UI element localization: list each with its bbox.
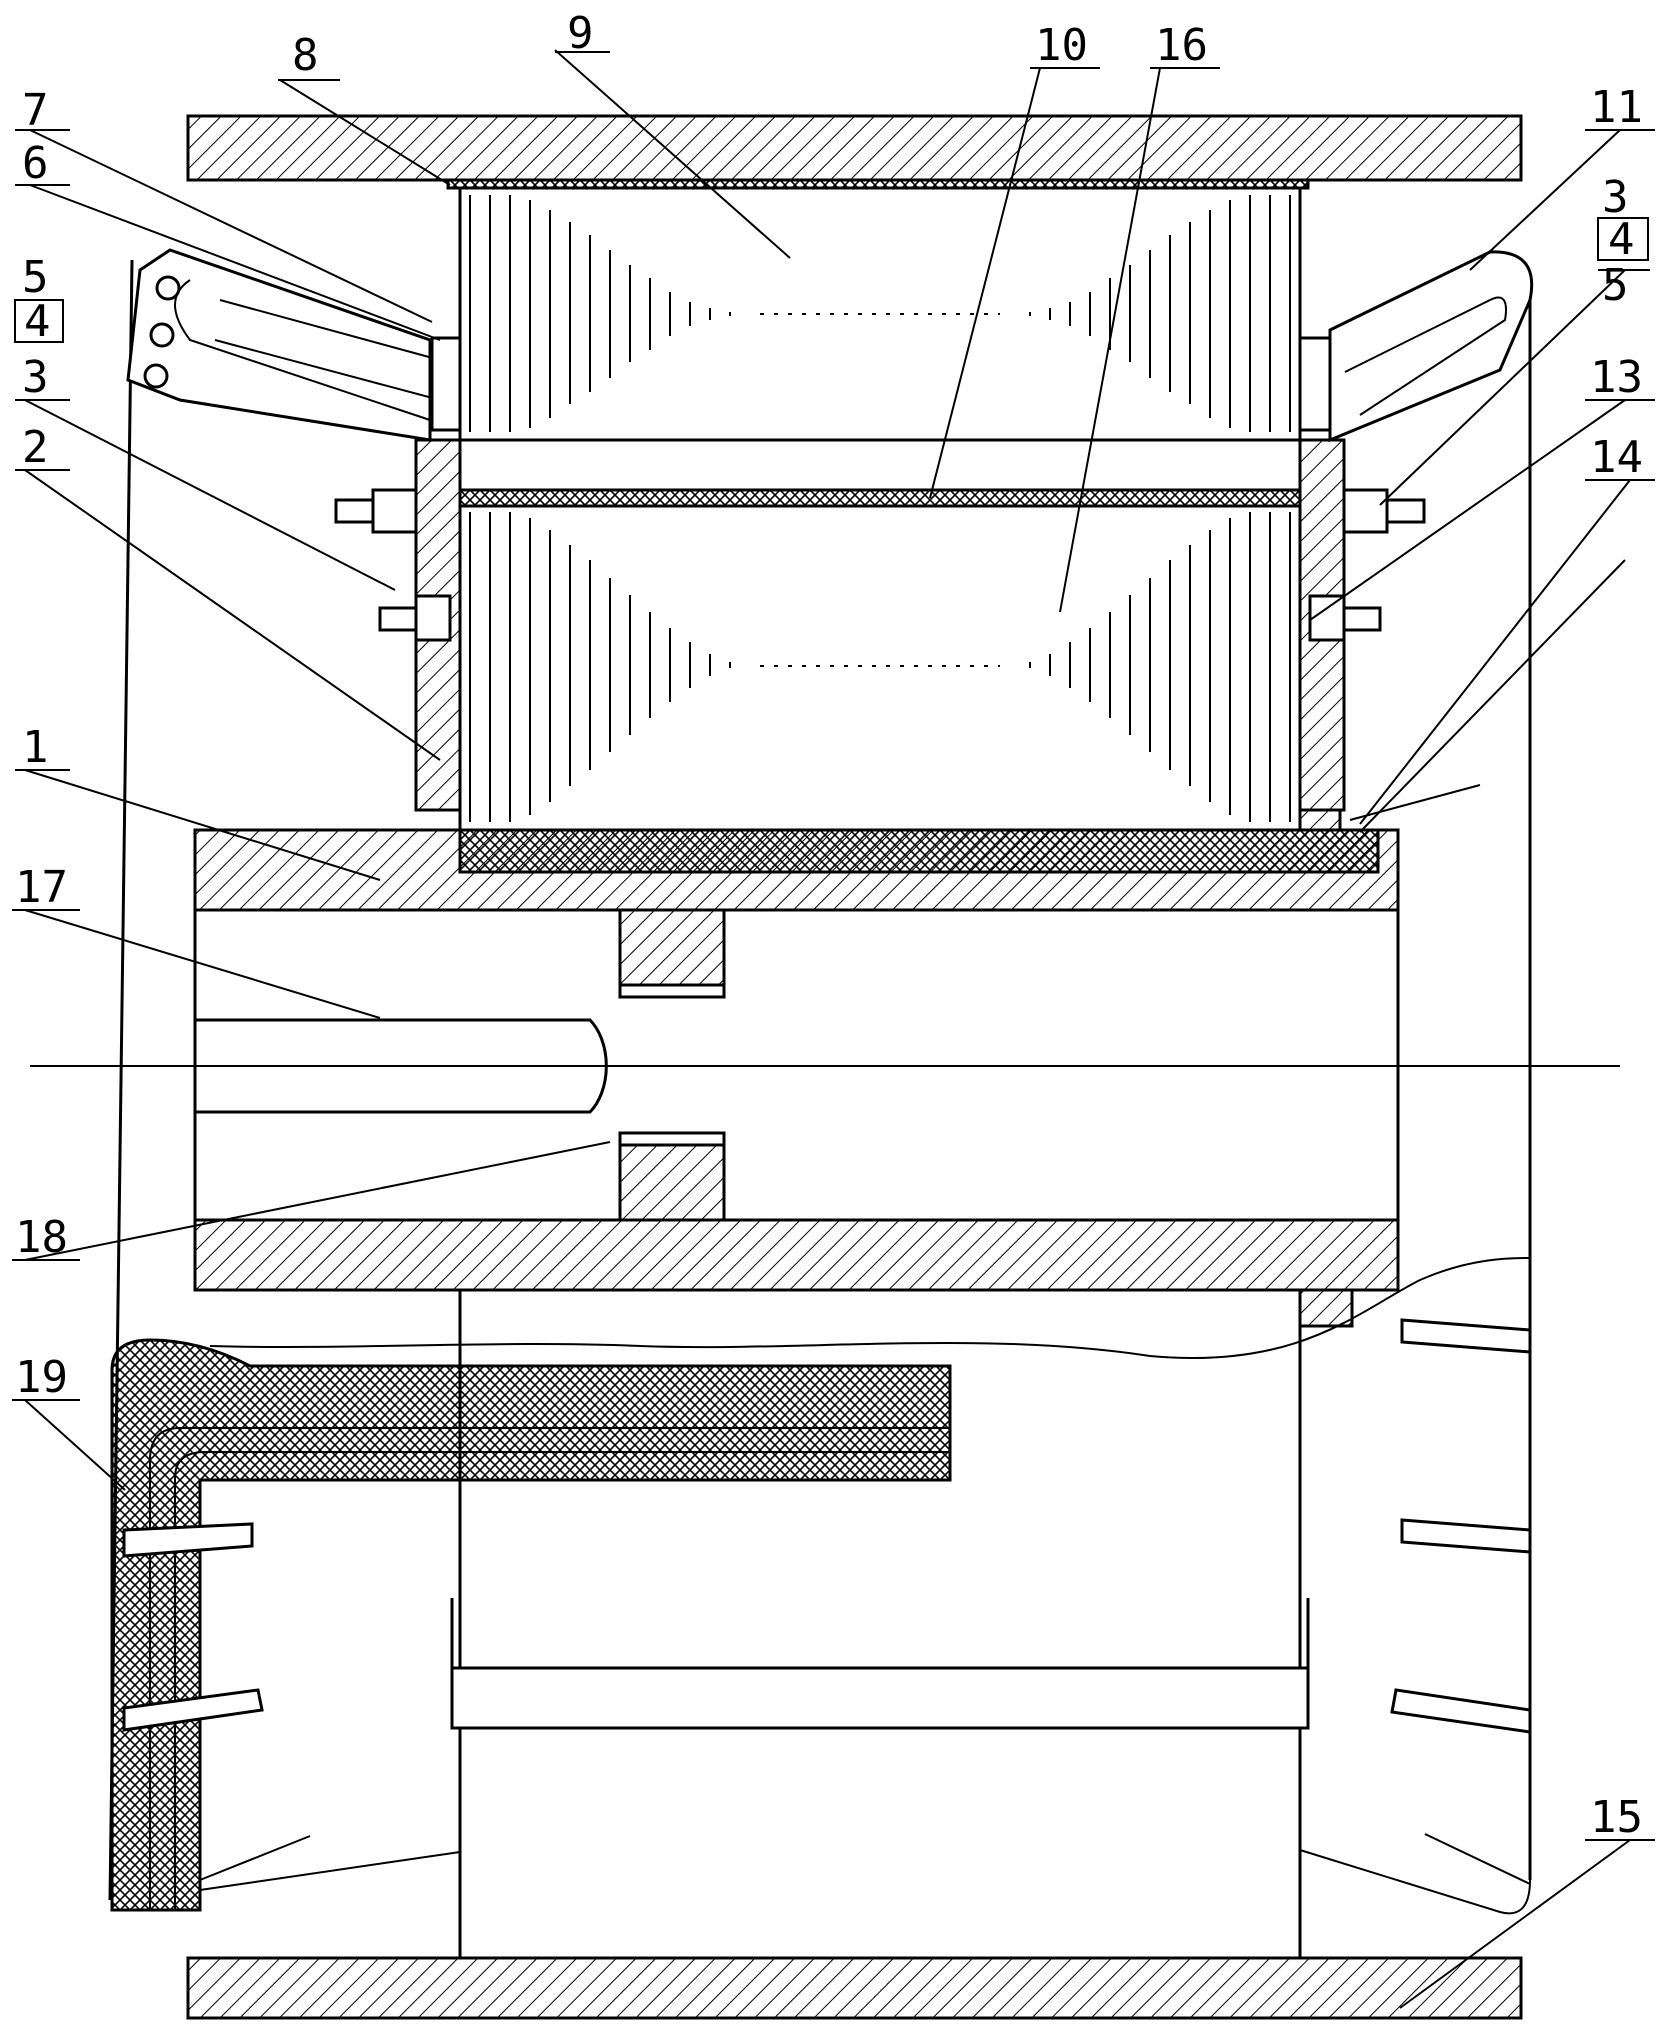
callout-1: 1	[22, 722, 49, 773]
callout-3-left: 3	[22, 352, 49, 403]
right-fin-3	[1390, 1688, 1532, 1734]
callout-10: 10	[1035, 20, 1088, 71]
right-bolt-lower	[1308, 594, 1382, 642]
right-fin-2	[1400, 1518, 1532, 1554]
callout-4-right: 4	[1608, 214, 1635, 265]
left-bolt-upper	[334, 488, 418, 534]
right-lower-support	[1299, 1849, 1531, 1915]
callout-18: 18	[15, 1212, 68, 1263]
callout-5-left: 5	[22, 252, 49, 303]
callout-9: 9	[567, 8, 594, 59]
bracket-pin-2	[149, 322, 175, 348]
callout-labels: 8 9 10 16 7 6 5 4 3 2 1 17 18 19 11 3 4 …	[12, 8, 1655, 1843]
lower-cylinder	[458, 1726, 1302, 1960]
flange-band	[450, 1666, 1310, 1730]
callout-14: 14	[1590, 432, 1643, 483]
upper-laminated-block	[446, 178, 1310, 442]
callout-19: 19	[15, 1352, 68, 1403]
right-bolt-upper	[1342, 488, 1426, 534]
gasket-layer	[458, 488, 1302, 508]
top-plate	[186, 114, 1523, 182]
callout-13: 13	[1590, 352, 1643, 403]
left-fin-1	[122, 1522, 254, 1558]
callout-4-left: 4	[24, 296, 51, 347]
bracket-pin-1	[155, 275, 181, 301]
callout-15: 15	[1590, 1792, 1643, 1843]
callout-16: 16	[1155, 20, 1208, 71]
callout-8: 8	[292, 30, 319, 81]
callout-5-right: 5	[1602, 260, 1629, 311]
left-bracket	[126, 248, 432, 442]
bottom-plate	[186, 1956, 1523, 2020]
right-bracket	[1328, 250, 1534, 443]
callout-11: 11	[1590, 82, 1643, 133]
wedge-piece	[1298, 808, 1342, 832]
callout-17: 17	[15, 862, 68, 913]
right-fin-1	[1400, 1318, 1532, 1354]
callout-3-right: 3	[1602, 172, 1629, 223]
left-lower-support	[199, 1851, 461, 1891]
seal-line	[209, 1257, 1531, 1360]
bracket-pin-3	[143, 363, 169, 389]
left-bolt-lower	[378, 594, 452, 642]
callout-7: 7	[22, 85, 49, 136]
cable-bundle-vertical	[110, 1338, 952, 1912]
leader-lines	[24, 49, 1631, 2009]
callout-2: 2	[22, 422, 49, 473]
callout-6: 6	[22, 138, 49, 189]
left-fin-2	[122, 1688, 264, 1732]
lower-laminated-block	[458, 504, 1302, 832]
upper-key	[618, 908, 726, 997]
lower-key	[618, 1133, 726, 1222]
